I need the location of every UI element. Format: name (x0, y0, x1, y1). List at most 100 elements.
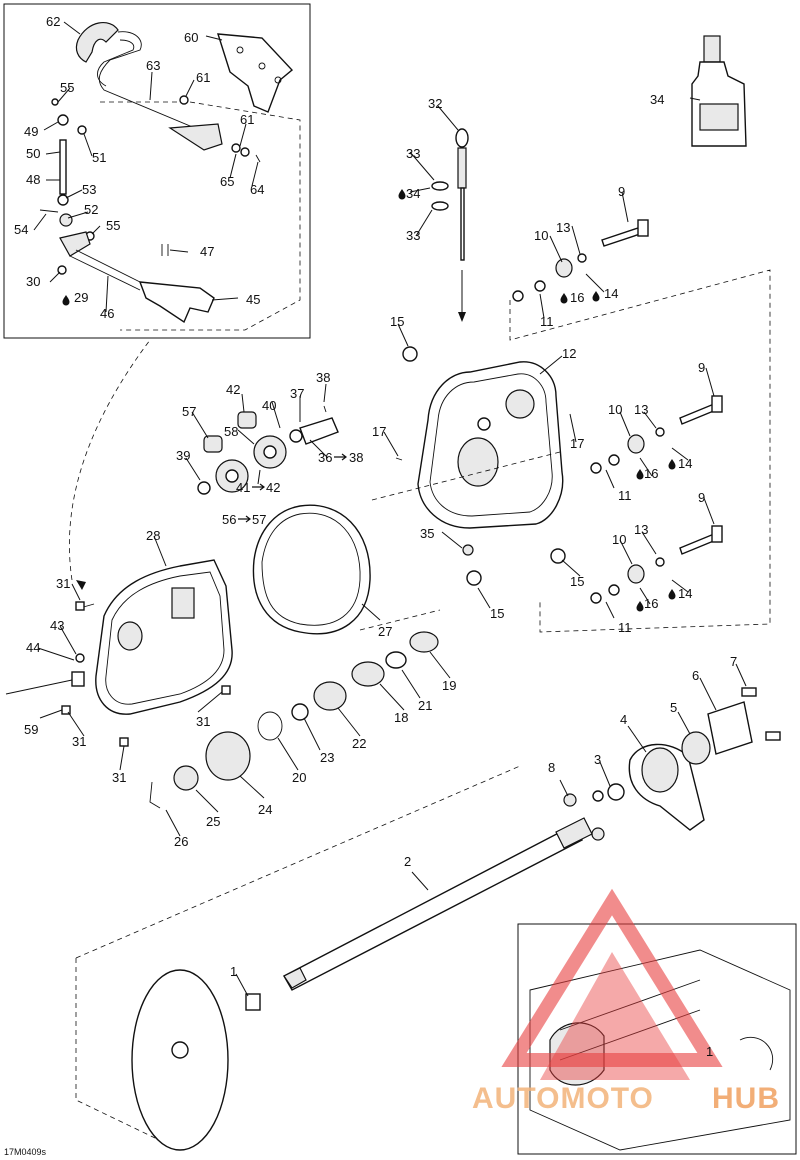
label-l35: 35 (420, 526, 434, 541)
label-l14a: 14 (604, 286, 618, 301)
part-60-bracket (217, 33, 294, 113)
label-l64: 64 (250, 182, 264, 197)
output-flange-assembly (563, 687, 781, 841)
label-l41: 41 (236, 480, 250, 495)
gear-cluster (197, 405, 403, 495)
label-l47: 47 (200, 244, 214, 259)
label-l38: 38 (316, 370, 330, 385)
label-l46: 46 (100, 306, 114, 321)
label-l19: 19 (442, 678, 456, 693)
label-l63: 63 (146, 58, 160, 73)
part-1-disc (131, 969, 229, 1151)
label-l33a: 33 (406, 146, 420, 161)
label-l9b: 9 (698, 360, 705, 375)
label-l23: 23 (320, 750, 334, 765)
part-63-lever (168, 123, 223, 151)
part-1-bolt (245, 993, 261, 1011)
part-10-mounts (512, 253, 665, 604)
label-l14b: 14 (678, 456, 692, 471)
label-l7: 7 (730, 654, 737, 669)
part-27-gasket (252, 504, 371, 635)
label-l5: 5 (670, 700, 677, 715)
part-46-shaft (59, 231, 91, 257)
label-l27: 27 (378, 624, 392, 639)
drawing-code: 17M0409s (4, 1147, 47, 1157)
label-l15c: 15 (490, 606, 504, 621)
label-l3: 3 (594, 752, 601, 767)
label-l55b: 55 (106, 218, 120, 233)
label-l6: 6 (692, 668, 699, 683)
label-l45: 45 (246, 292, 260, 307)
part-32-dipstick (455, 128, 469, 322)
label-l56: 56 (222, 512, 236, 527)
label-l13a: 13 (556, 220, 570, 235)
label-l56b: 57 (252, 512, 266, 527)
label-l17a: 17 (372, 424, 386, 439)
range-arrow-icon (334, 453, 347, 461)
label-l28: 28 (146, 528, 160, 543)
label-l10a: 10 (534, 228, 548, 243)
watermark-logo (501, 888, 723, 1067)
label-l22: 22 (352, 736, 366, 751)
label-l8: 8 (548, 760, 555, 775)
label-l11c: 11 (618, 620, 632, 635)
label-l33b: 33 (406, 228, 420, 243)
shift-linkage-inset (3, 3, 311, 339)
label-l44: 44 (26, 640, 40, 655)
label-l13c: 13 (634, 522, 648, 537)
part-35-plug (462, 544, 474, 556)
part-12-transmission-case (417, 361, 564, 529)
label-l16a: 16 (570, 290, 584, 305)
label-l10c: 10 (612, 532, 626, 547)
label-l10b: 10 (608, 402, 622, 417)
label-l32: 32 (428, 96, 442, 111)
range-arrow-icon (252, 483, 265, 491)
label-l15b: 15 (570, 574, 584, 589)
label-l16c: 16 (644, 596, 658, 611)
bearing-stack (149, 631, 439, 809)
label-l51: 51 (92, 150, 106, 165)
label-l11b: 11 (618, 488, 632, 503)
label-l11a: 11 (540, 314, 554, 329)
label-l31c: 31 (196, 714, 210, 729)
label-l55a: 55 (60, 80, 74, 95)
label-l25: 25 (206, 814, 220, 829)
label-l29: 29 (74, 290, 88, 305)
label-l50: 50 (26, 146, 40, 161)
part-34-oil-bottle (691, 35, 747, 147)
watermark-text-a: AUTOMOTO (472, 1082, 654, 1115)
label-l9a: 9 (618, 184, 625, 199)
label-l49: 49 (24, 124, 38, 139)
label-l36: 36 (318, 450, 332, 465)
label-l43: 43 (50, 618, 64, 633)
part-2-driveshaft (283, 817, 593, 991)
label-l61a: 61 (196, 70, 210, 85)
label-l52: 52 (84, 202, 98, 217)
part-45-fork (138, 281, 215, 324)
part-48-rod (59, 139, 67, 195)
label-l1: 1 (230, 964, 237, 979)
part-15-nut (466, 570, 482, 586)
label-l34b: 34 (650, 92, 664, 107)
label-l26: 26 (174, 834, 188, 849)
label-l42: 42 (226, 382, 240, 397)
label-l60: 60 (184, 30, 198, 45)
label-l13b: 13 (634, 402, 648, 417)
location-inset (501, 888, 797, 1155)
label-l62: 62 (46, 14, 60, 29)
label-l53: 53 (82, 182, 96, 197)
label-l14c: 14 (678, 586, 692, 601)
label-l34a: 34 (406, 186, 420, 201)
label-l31b: 31 (72, 734, 86, 749)
label-l30: 30 (26, 274, 40, 289)
label-l58: 58 (224, 424, 238, 439)
part-28-cover (95, 559, 233, 715)
label-l31a: 31 (56, 576, 70, 591)
label-l59: 59 (24, 722, 38, 737)
label-l36b: 38 (349, 450, 363, 465)
part-62-handle (75, 22, 119, 63)
leader-lines (33, 21, 747, 997)
part-61-bushing (179, 95, 189, 105)
